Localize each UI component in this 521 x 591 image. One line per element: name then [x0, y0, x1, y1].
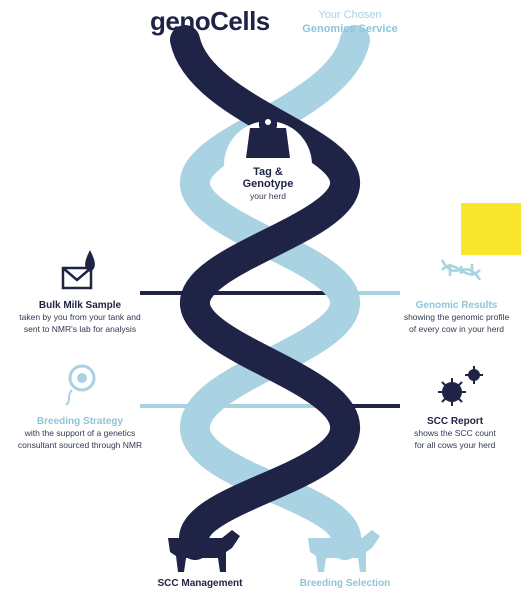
scc-report-desc-line2: for all cows your herd — [414, 440, 496, 450]
breeding-strategy-desc-line1: with the support of a genetics — [24, 428, 136, 438]
genomic-results-desc-line1: showing the genomic profile — [403, 312, 510, 322]
tagline-line2: Genomics Service — [302, 23, 398, 35]
envelope-droplet-icon — [61, 250, 95, 290]
step-genomic-results: Genomic Results showing the genomic prof… — [392, 300, 521, 335]
brand-logo: genoCells — [150, 6, 270, 36]
scc-management-title: SCC Management — [157, 578, 243, 589]
step-scc-report: SCC Report shows the SCC count for all c… — [395, 416, 515, 451]
scc-report-desc-line1: shows the SCC count — [414, 428, 496, 438]
cow-light-icon — [308, 530, 380, 572]
scc-report-title: SCC Report — [426, 416, 484, 427]
breeding-strategy-title: Breeding Strategy — [36, 416, 124, 427]
ear-tag-icon — [246, 117, 290, 158]
tag-desc: your herd — [250, 191, 286, 201]
step-breeding-strategy: Breeding Strategy with the support of a … — [0, 416, 160, 451]
step-bulk-milk: Bulk Milk Sample taken by you from your … — [0, 300, 160, 335]
bulk-milk-desc-line2: sent to NMR's lab for analysis — [23, 324, 137, 334]
step-tag-genotype: Tag & Genotype your herd — [228, 166, 308, 202]
genomic-results-title: Genomic Results — [415, 300, 498, 311]
tagline: Your Chosen Genomics Service — [270, 8, 430, 36]
breeding-strategy-desc-line2: consultant sourced through NMR — [17, 440, 143, 450]
bulk-milk-title: Bulk Milk Sample — [38, 300, 122, 311]
fertility-icon — [65, 364, 96, 406]
tag-title-line2: Genotype — [242, 178, 294, 190]
helix-strand-dark — [170, 25, 360, 560]
tag-badge-background — [224, 121, 312, 209]
bulk-milk-desc-line1: taken by you from your tank and — [19, 312, 141, 322]
cow-dark-icon — [168, 530, 240, 572]
tagline-line1: Your Chosen — [318, 9, 382, 21]
yellow-accent-block — [461, 203, 521, 255]
breeding-selection-title: Breeding Selection — [299, 578, 391, 589]
cells-icon — [438, 366, 483, 406]
dna-icon — [440, 259, 482, 281]
genomic-results-desc-line2: of every cow in your herd — [409, 324, 504, 334]
tag-title-line1: Tag & — [253, 166, 283, 178]
